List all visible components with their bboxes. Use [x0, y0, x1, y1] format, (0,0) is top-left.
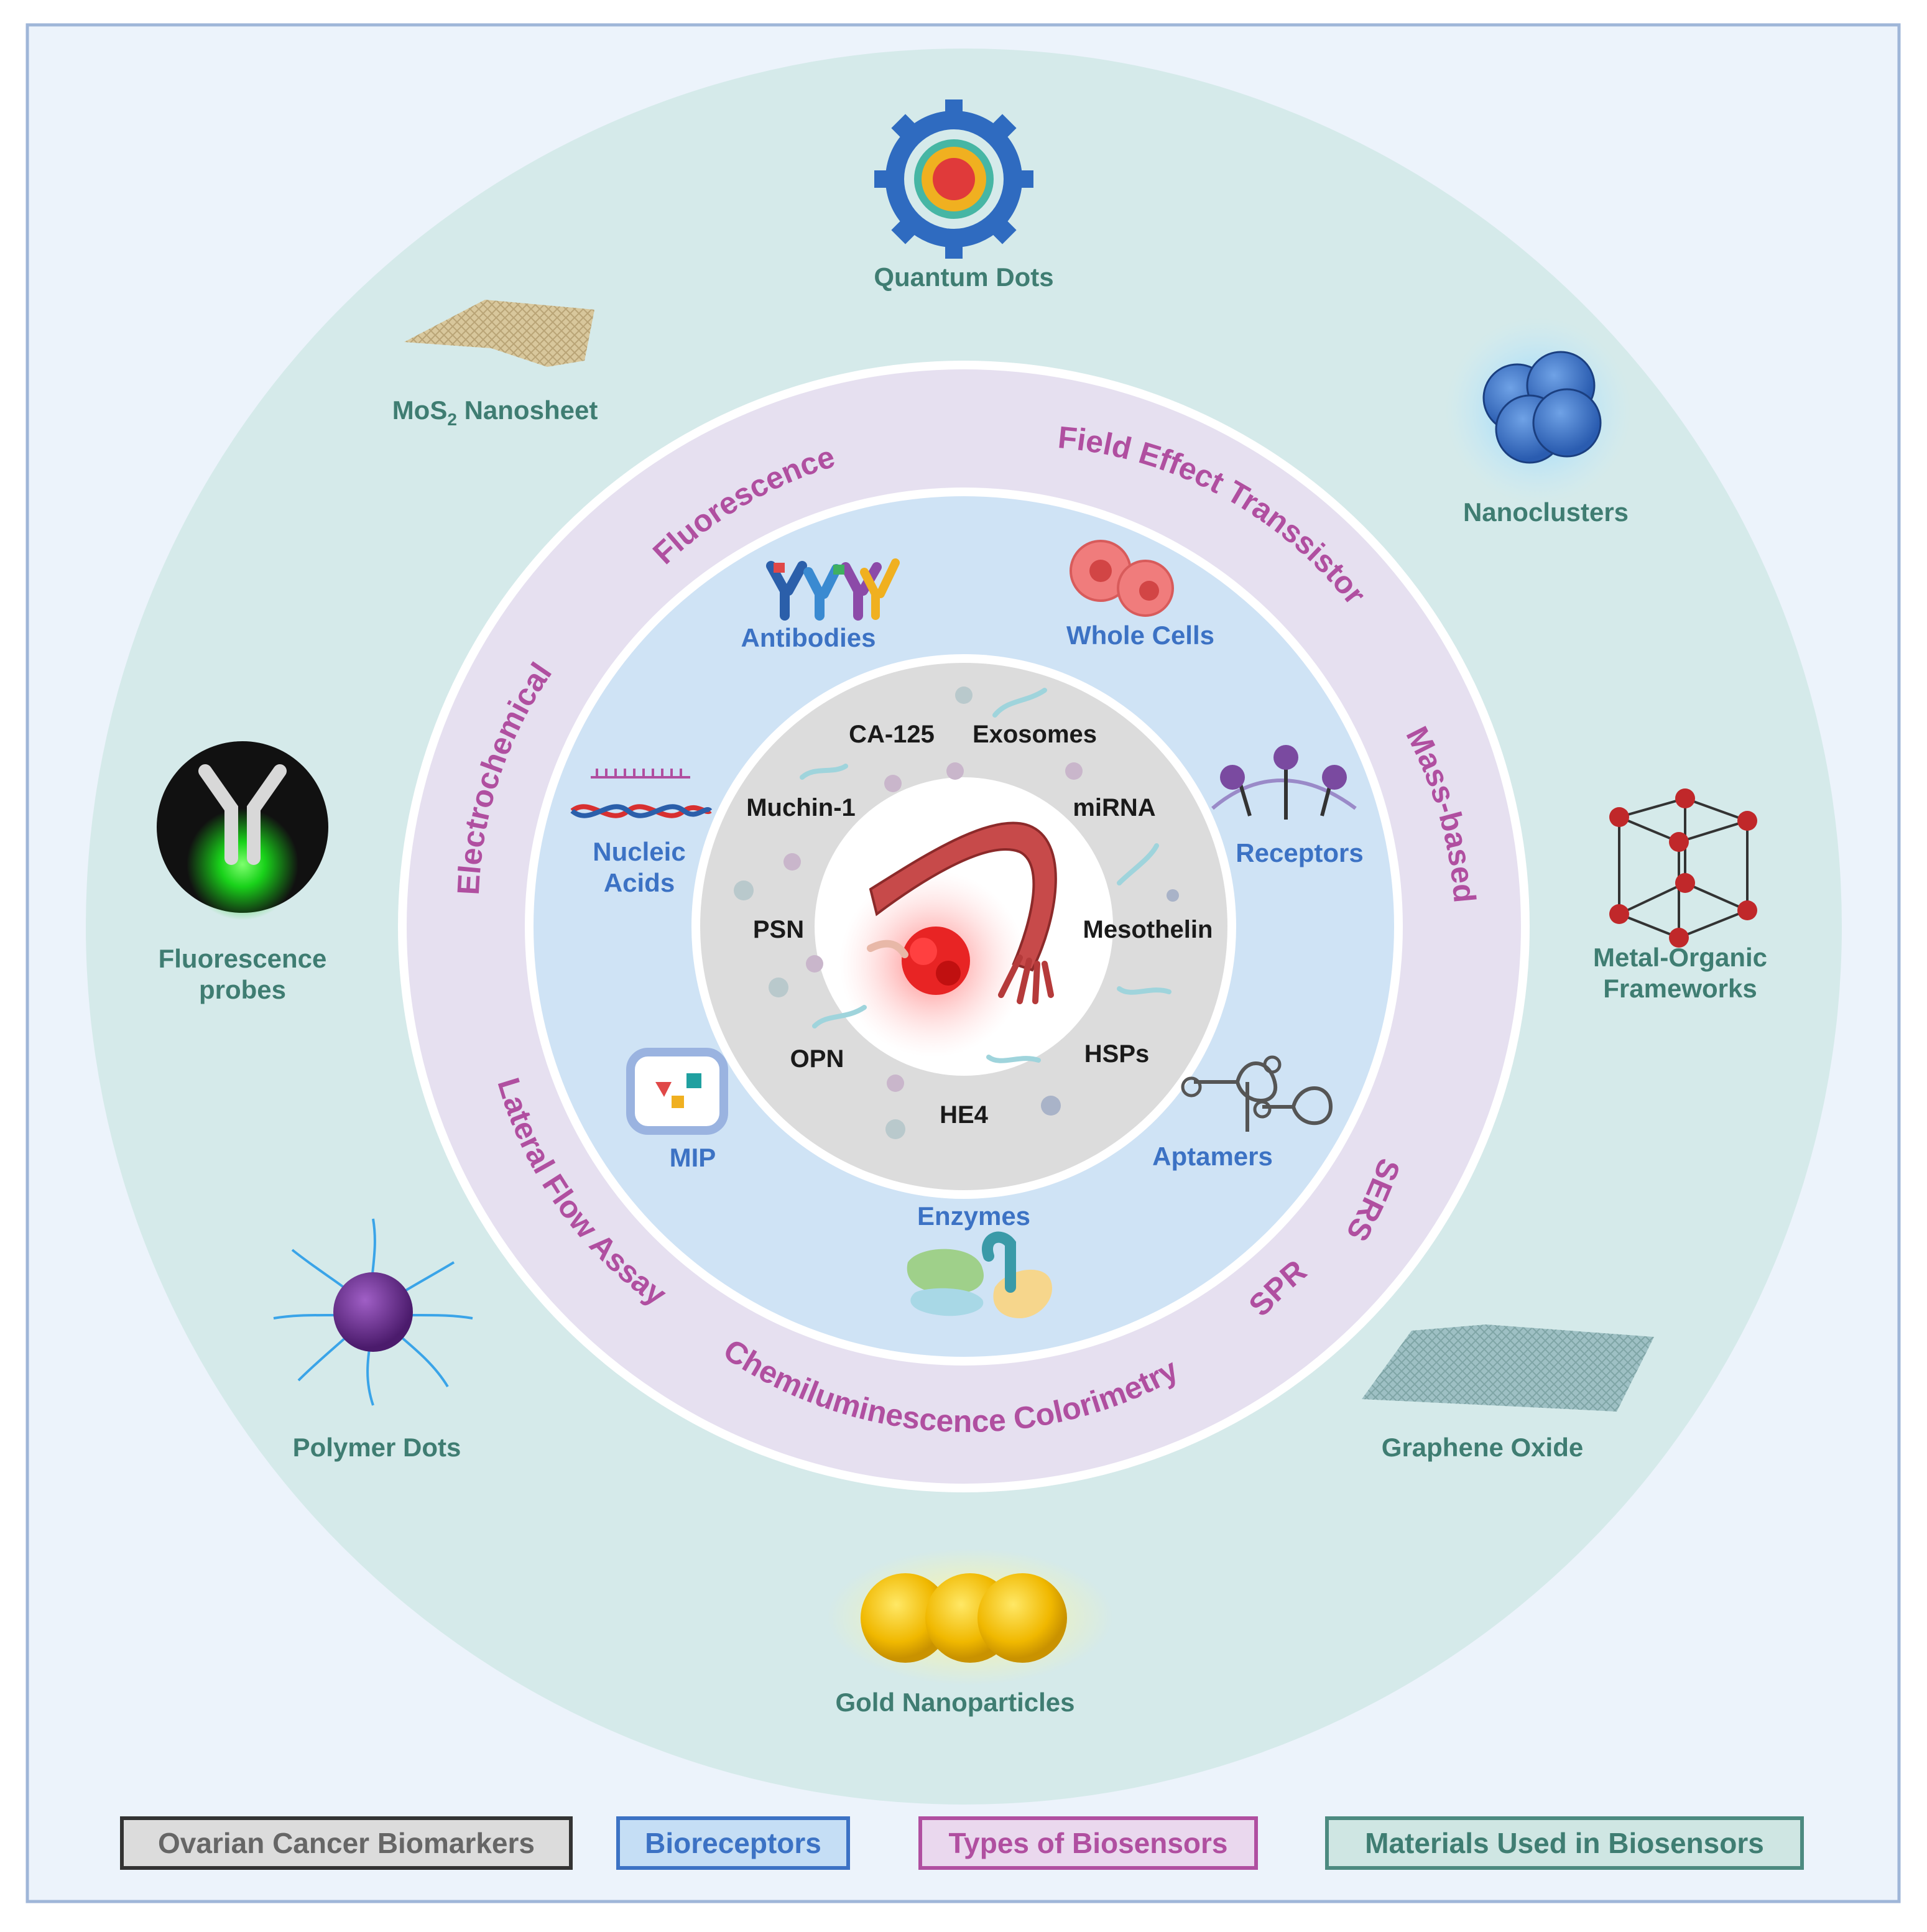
- material-nanoclusters: Nanoclusters: [1463, 497, 1629, 527]
- biomarker-exosomes: Exosomes: [973, 721, 1097, 748]
- graphene-oxide-icon: [1362, 1324, 1654, 1412]
- mof-icon: [1609, 788, 1757, 948]
- whole-cells-icon: [1070, 540, 1174, 617]
- material-mof-line1: Metal-Organic: [1593, 943, 1767, 972]
- nucleic-acids-icon: [570, 769, 713, 818]
- bioreceptor-whole-cells: Whole Cells: [1066, 621, 1214, 650]
- legend-label-materials: Materials Used in Biosensors: [1365, 1827, 1764, 1859]
- bioreceptor-enzymes: Enzymes: [917, 1201, 1030, 1231]
- nanoclusters-icon: [1445, 317, 1632, 504]
- bioreceptor-nucleic-acids-line2: Acids: [604, 868, 675, 897]
- legend: Ovarian Cancer Biomarkers Bioreceptors T…: [120, 1816, 1804, 1870]
- biomarker-mirna: miRNA: [1073, 794, 1155, 821]
- biomarker-psn: PSN: [753, 916, 804, 943]
- gold-nanoparticles-icon: [827, 1548, 1113, 1685]
- legend-box-bioreceptors: [616, 1816, 850, 1870]
- biomarker-particles: [734, 686, 1179, 1139]
- biomarker-muchin1: Muchin-1: [746, 794, 856, 821]
- material-polymer-dots: Polymer Dots: [293, 1433, 461, 1462]
- legend-label-bioreceptors: Bioreceptors: [645, 1827, 821, 1859]
- biomarker-he4: HE4: [940, 1101, 989, 1129]
- bioreceptor-aptamers: Aptamers: [1152, 1142, 1273, 1171]
- ovary-tumor-illustration: [815, 777, 1113, 1076]
- bioreceptor-receptors: Receptors: [1236, 838, 1363, 867]
- biomarker-opn: OPN: [790, 1045, 844, 1073]
- bioreceptor-antibodies: Antibodies: [741, 623, 876, 652]
- legend-label-biosensors: Types of Biosensors: [948, 1827, 1227, 1859]
- material-fluorescence-probes-line2: probes: [199, 975, 286, 1004]
- quantum-dots-icon: [874, 99, 1033, 259]
- polymer-dots-icon: [273, 1218, 473, 1406]
- legend-box-biosensors: [918, 1816, 1258, 1870]
- aptamers-icon: [1181, 1055, 1333, 1132]
- bioreceptor-mip: MIP: [670, 1143, 716, 1172]
- material-graphene-oxide: Graphene Oxide: [1382, 1433, 1583, 1462]
- biomarker-mesothelin: Mesothelin: [1083, 916, 1213, 943]
- antibodies-icon: [766, 558, 900, 621]
- material-fluorescence-probes-line1: Fluorescence: [159, 944, 327, 973]
- legend-box-materials: [1325, 1816, 1804, 1870]
- material-gold-nanoparticles: Gold Nanoparticles: [835, 1688, 1074, 1717]
- biomarker-hsps: HSPs: [1084, 1040, 1150, 1068]
- receptors-icon: [1211, 745, 1357, 820]
- material-mos2-nanosheet: MoS2 Nanosheet: [392, 395, 598, 429]
- enzymes-icon: [907, 1231, 1052, 1318]
- biomarker-ca125: CA-125: [849, 721, 935, 748]
- bioreceptor-nucleic-acids-line1: Nucleic: [593, 837, 685, 866]
- mip-icon: [626, 1048, 728, 1135]
- legend-box-biomarkers: [120, 1816, 573, 1870]
- material-mof-line2: Frameworks: [1603, 974, 1757, 1003]
- material-quantum-dots: Quantum Dots: [874, 262, 1053, 292]
- mos2-nanosheet-icon: [404, 300, 594, 367]
- legend-label-biomarkers: Ovarian Cancer Biomarkers: [158, 1827, 535, 1859]
- fluorescence-probe-icon: [157, 741, 328, 920]
